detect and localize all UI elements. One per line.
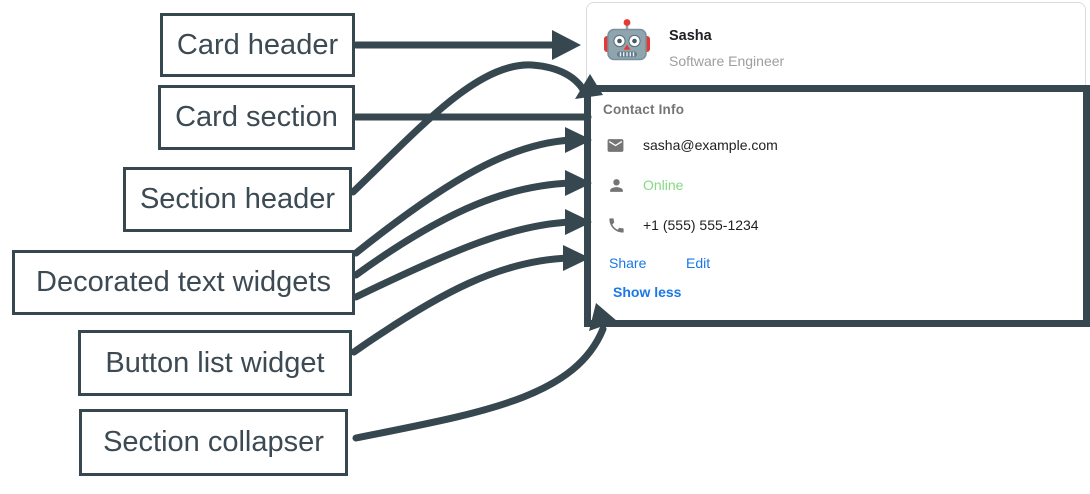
mail-icon	[607, 139, 624, 152]
label-card-header: Card header	[160, 13, 355, 77]
decorated-text-arrow-phone	[352, 209, 592, 301]
label-section-header: Section header	[123, 167, 352, 232]
label-card-section: Card section	[158, 85, 355, 150]
card-section: Contact Info sasha@example.com Online +1…	[584, 85, 1090, 327]
label-decorated-text-widgets: Decorated text widgets	[12, 250, 355, 315]
decorated-text-arrow-email	[352, 127, 592, 257]
person-subtitle: Software Engineer	[669, 53, 785, 69]
share-button[interactable]: Share	[609, 255, 647, 271]
label-section-collapser: Section collapser	[79, 409, 348, 476]
person-icon	[610, 179, 623, 192]
section-collapser-button[interactable]: Show less	[613, 284, 682, 300]
edit-button[interactable]: Edit	[686, 255, 711, 271]
card-header-arrow	[352, 30, 581, 60]
section-collapser-arrow	[352, 303, 617, 442]
person-name: Sasha	[669, 28, 712, 44]
email-text-widget: sasha@example.com	[643, 137, 778, 153]
card-header: Sasha Software Engineer	[587, 3, 1085, 87]
phone-text-widget: +1 (555) 555-1234	[643, 217, 759, 233]
robot-avatar-icon	[604, 19, 650, 61]
status-text-widget: Online	[643, 177, 684, 193]
phone-icon	[609, 218, 624, 233]
decorated-text-arrow-status	[352, 170, 592, 279]
label-button-list-widget: Button list widget	[78, 330, 352, 396]
section-header-arrow	[349, 61, 603, 196]
section-header-title: Contact Info	[603, 102, 685, 117]
button-list-arrow	[350, 245, 590, 356]
